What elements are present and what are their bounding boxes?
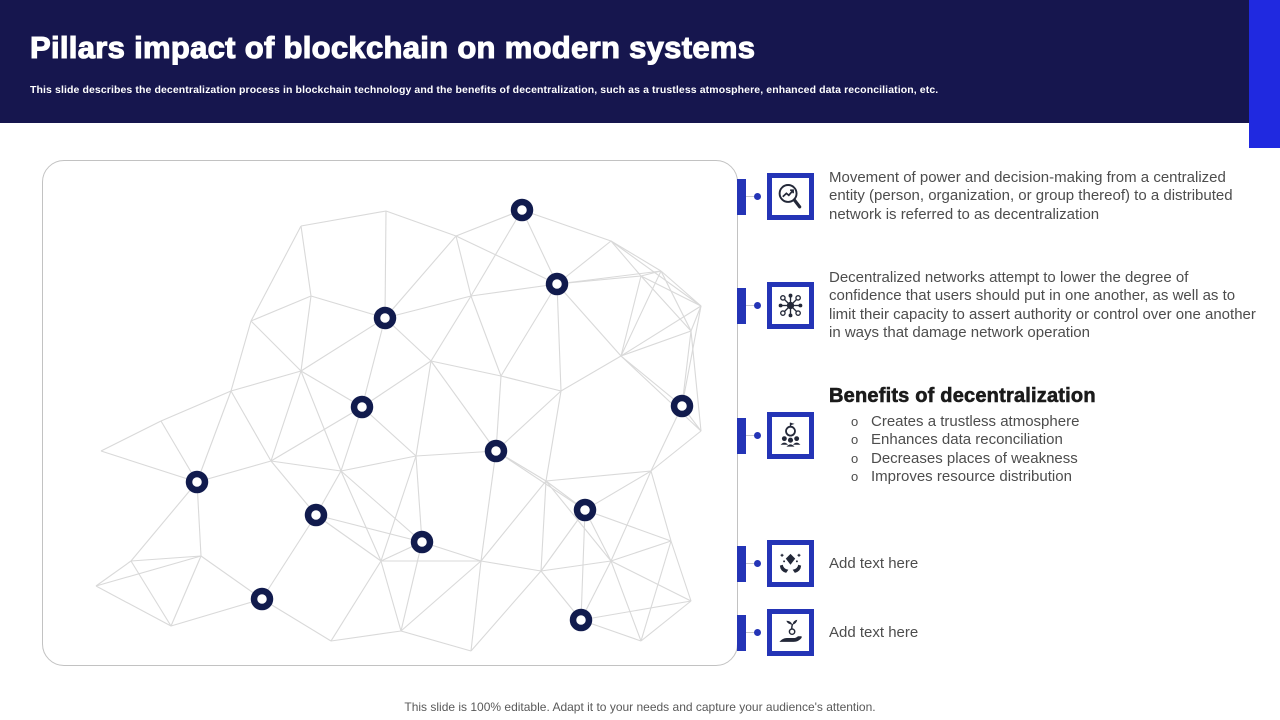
icon-frame bbox=[767, 173, 814, 220]
bullet-list: o Creates a trustless atmosphere o Enhan… bbox=[829, 413, 1269, 487]
list-item-placeholder-2: Add text here bbox=[737, 609, 1280, 656]
icon-frame bbox=[767, 412, 814, 459]
list-item-trust-limitation: Decentralized networks attempt to lower … bbox=[737, 269, 1280, 341]
accent-tick bbox=[737, 178, 746, 215]
accent-tick bbox=[737, 614, 746, 651]
connector-dot bbox=[754, 302, 761, 309]
magnifier-chart-icon bbox=[778, 184, 802, 209]
icon-frame bbox=[767, 282, 814, 329]
bullet-marker: o bbox=[851, 432, 859, 447]
network-svg bbox=[95, 198, 702, 652]
footer-note: This slide is 100% editable. Adapt it to… bbox=[404, 700, 876, 714]
header-band: Pillars impact of blockchain on modern s… bbox=[0, 0, 1280, 123]
list-item-placeholder-1: Add text here bbox=[737, 540, 1280, 587]
accent-tick bbox=[737, 545, 746, 582]
list-item-decentralization-definition: Movement of power and decision-making fr… bbox=[737, 169, 1280, 223]
network-panel bbox=[42, 160, 738, 666]
list-item-benefits: Benefits of decentralization o Creates a… bbox=[737, 384, 1280, 485]
bullet-text: Creates a trustless atmosphere bbox=[871, 412, 1080, 430]
page-subtitle: This slide describes the decentralizatio… bbox=[30, 84, 939, 96]
bullet-text: Enhances data reconciliation bbox=[871, 431, 1063, 448]
connector-line bbox=[746, 563, 754, 564]
connector-dot bbox=[754, 432, 761, 439]
connector-line bbox=[746, 305, 754, 306]
bullet-item: o Enhances data reconciliation bbox=[829, 431, 1269, 450]
connector-line bbox=[746, 435, 754, 436]
accent-tick bbox=[737, 287, 746, 324]
decentralized-network-icon bbox=[778, 293, 803, 318]
benefits-heading: Benefits of decentralization bbox=[829, 384, 1096, 407]
item-text: Movement of power and decision-making fr… bbox=[829, 168, 1233, 223]
connector-dot bbox=[754, 560, 761, 567]
hand-growth-icon bbox=[779, 619, 802, 642]
bullet-text: Decreases places of weakness bbox=[871, 449, 1078, 467]
team-flag-icon bbox=[780, 422, 801, 447]
icon-frame bbox=[767, 609, 814, 656]
add-text-placeholder[interactable]: Add text here bbox=[829, 623, 919, 641]
bullet-marker: o bbox=[851, 469, 859, 484]
accent-strip bbox=[1249, 0, 1280, 148]
add-text-placeholder[interactable]: Add text here bbox=[829, 554, 919, 572]
connector-dot bbox=[754, 193, 761, 200]
connector-line bbox=[746, 196, 754, 197]
bullet-text: Improves resource distribution bbox=[871, 468, 1072, 485]
page-title: Pillars impact of blockchain on modern s… bbox=[29, 29, 756, 65]
icon-frame bbox=[767, 540, 814, 587]
item-text: Decentralized networks attempt to lower … bbox=[829, 268, 1256, 342]
benefits-block: Benefits of decentralization o Creates a… bbox=[829, 384, 1269, 487]
bullet-marker: o bbox=[851, 450, 859, 466]
connector-dot bbox=[754, 629, 761, 636]
connector-line bbox=[746, 632, 754, 633]
bullet-marker: o bbox=[851, 413, 859, 429]
accent-tick bbox=[737, 417, 746, 454]
bullet-item: o Improves resource distribution bbox=[829, 468, 1269, 487]
bullet-item: o Decreases places of weakness bbox=[829, 450, 1269, 469]
bullet-item: o Creates a trustless atmosphere bbox=[829, 413, 1269, 432]
hands-diamond-icon bbox=[779, 553, 802, 573]
